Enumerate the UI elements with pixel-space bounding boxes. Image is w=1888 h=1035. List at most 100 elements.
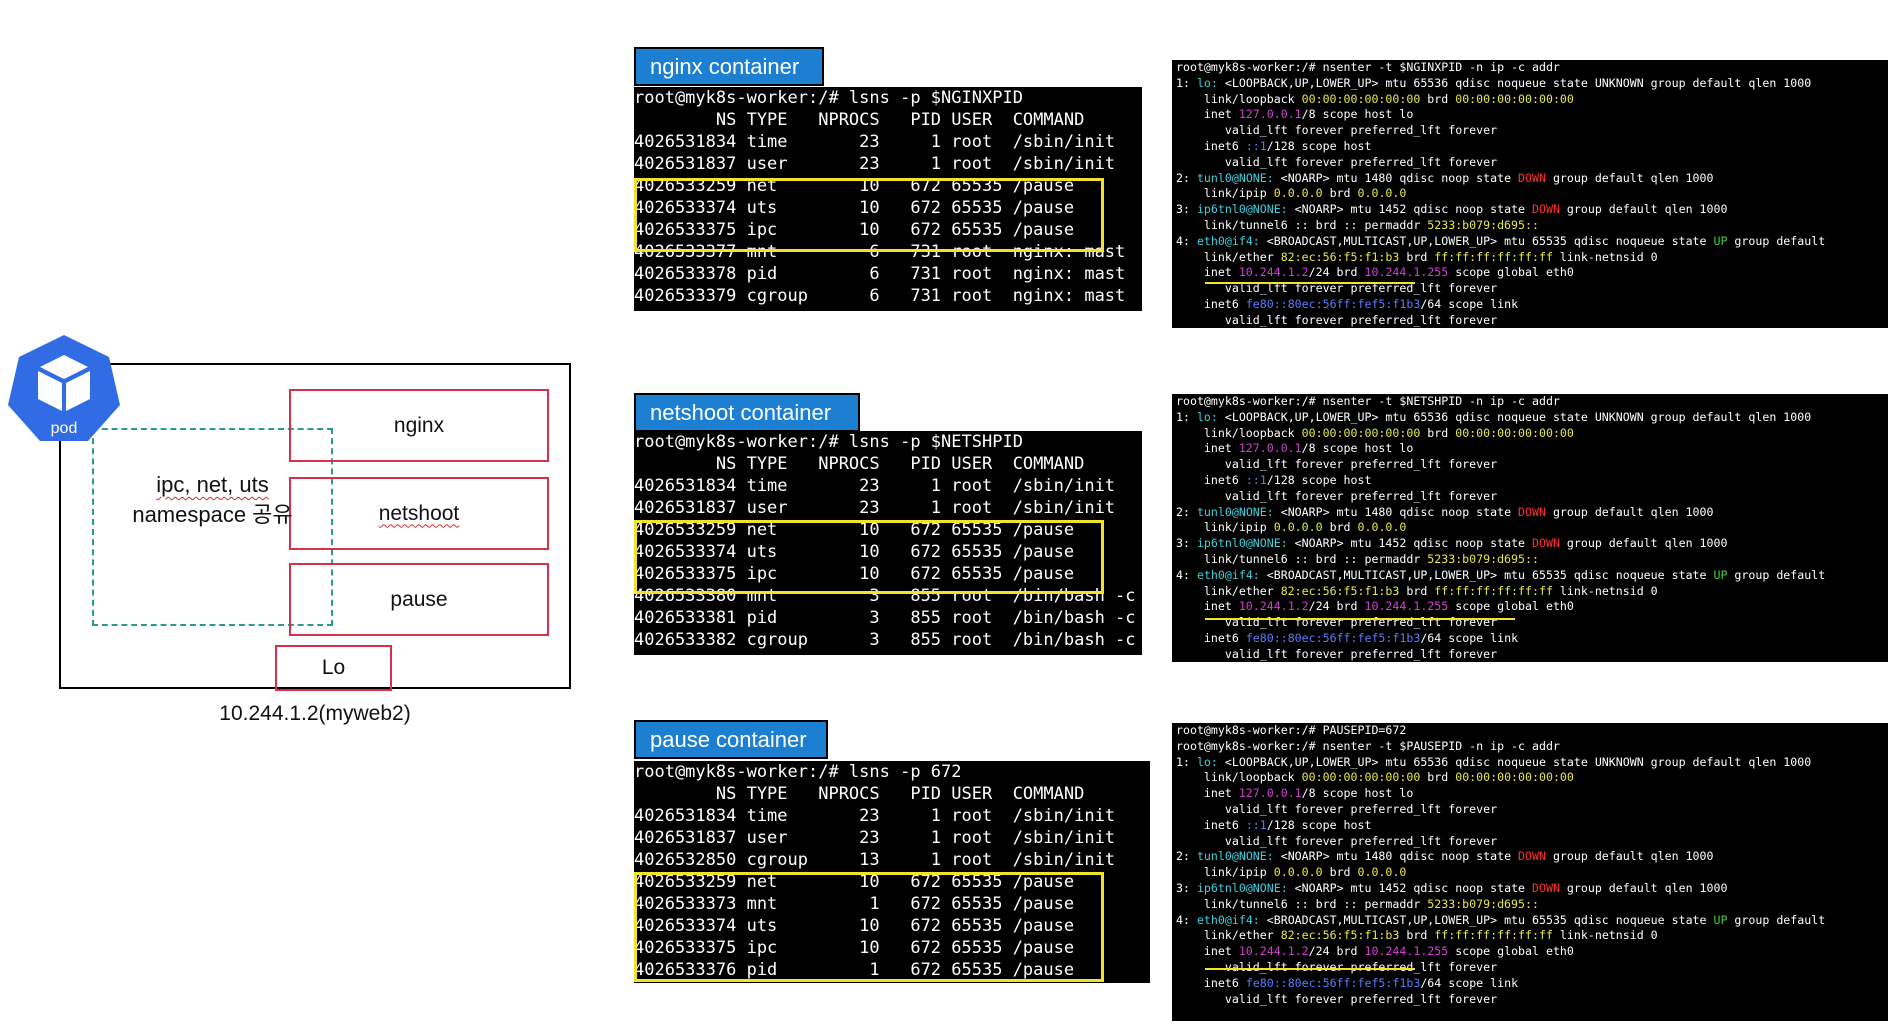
- terminal-text-segment: 10.244.1.255: [1364, 944, 1449, 959]
- terminal-row: 4026533259 net 10 672 65535 /pause: [634, 520, 1075, 540]
- pause-container-title: pause container: [634, 720, 828, 759]
- terminal-output-line: valid_lft forever preferred_lft forever: [1176, 802, 1886, 818]
- terminal-text-segment: brd: [1420, 91, 1456, 106]
- container-netshoot-label: netshoot: [378, 501, 460, 525]
- terminal-output-line: link/ipip 0.0.0.0 brd 0.0.0.0: [1176, 520, 1886, 536]
- terminal-text-segment: 10.244.1.2: [1238, 599, 1309, 614]
- terminal-text-segment: <BROADCAST,MULTICAST,UP,LOWER_UP> mtu 65…: [1259, 567, 1714, 582]
- terminal-text-segment: 82:ec:56:f5:f1:b3: [1280, 249, 1400, 264]
- terminal-text-segment: valid_lft forever preferred_lft forever: [1176, 281, 1498, 296]
- terminal-row: 4026533375 ipc 10 672 65535 /pause: [634, 938, 1075, 958]
- terminal-text-segment: group default qlen 1000: [1559, 202, 1728, 217]
- terminal-header-row: NS TYPE NPROCS PID USER COMMAND: [634, 110, 1085, 130]
- terminal-output-line: inet 127.0.0.1/8 scope host lo: [1176, 786, 1886, 802]
- terminal-text-segment: group default qlen 1000: [1559, 536, 1728, 551]
- terminal-text-segment: valid_lft forever preferred_lft forever: [1176, 959, 1498, 974]
- terminal-text-segment: inet: [1176, 441, 1239, 456]
- terminal-text-segment: scope global eth0: [1448, 944, 1574, 959]
- terminal-row: 4026533375 ipc 10 672 65535 /pause: [634, 220, 1075, 240]
- terminal-row: 4026533381 pid 3 855 root /bin/bash -c: [634, 608, 1136, 628]
- terminal-command-line: root@myk8s-worker:/# lsns -p 672: [634, 762, 962, 782]
- terminal-text-segment: <NOARP> mtu 1452 qdisc noop state: [1287, 880, 1533, 895]
- terminal-output-line: link/ipip 0.0.0.0 brd 0.0.0.0: [1176, 865, 1886, 881]
- terminal-row: 4026533382 cgroup 3 855 root /bin/bash -…: [634, 630, 1136, 650]
- terminal-text-segment: link-netnsid 0: [1552, 928, 1658, 943]
- pause-inet-underline: [1205, 968, 1415, 970]
- terminal-text-segment: inet6: [1176, 472, 1246, 487]
- terminal-row: 4026531837 user 23 1 root /sbin/init: [634, 498, 1116, 518]
- terminal-output-line: link/loopback 00:00:00:00:00:00 brd 00:0…: [1176, 770, 1886, 786]
- terminal-row: 4026533379 cgroup 6 731 root nginx: mast: [634, 286, 1126, 306]
- netshoot-shared-namespace-highlight: [634, 520, 1104, 594]
- terminal-output-line: valid_lft forever preferred_lft forever: [1176, 155, 1886, 171]
- terminal-text-segment: brd: [1420, 770, 1456, 785]
- shared-namespace-line2: namespace 공유: [132, 502, 293, 527]
- container-nginx: nginx: [289, 389, 549, 462]
- terminal-text-segment: /24 brd: [1308, 265, 1365, 280]
- terminal-output-line: inet 10.244.1.2/24 brd 10.244.1.255 scop…: [1176, 265, 1886, 281]
- terminal-text-segment: fe80::80ec:56ff:fef5:f1b3: [1245, 975, 1421, 990]
- terminal-output-line: inet6 ::1/128 scope host: [1176, 818, 1886, 834]
- terminal-text-segment: ::1: [1245, 472, 1267, 487]
- terminal-text-segment: 4:: [1176, 567, 1197, 582]
- terminal-text-segment: valid_lft forever preferred_lft forever: [1176, 833, 1498, 848]
- terminal-text-segment: 2:: [1176, 504, 1197, 519]
- terminal-text-segment: scope global eth0: [1448, 599, 1574, 614]
- terminal-text-segment: ff:ff:ff:ff:ff:ff: [1434, 583, 1553, 598]
- terminal-output-line: link/tunnel6 :: brd :: permaddr 5233:b07…: [1176, 897, 1886, 913]
- terminal-text-segment: 2:: [1176, 849, 1197, 864]
- terminal-text-segment: <NOARP> mtu 1480 qdisc noop state: [1273, 170, 1519, 185]
- terminal-text-segment: 82:ec:56:f5:f1:b3: [1280, 583, 1400, 598]
- terminal-row: 4026533373 mnt 1 672 65535 /pause: [634, 894, 1075, 914]
- loopback-label: Lo: [321, 656, 346, 679]
- terminal-command-line: root@myk8s-worker:/# lsns -p $NGINXPID: [634, 88, 1023, 108]
- terminal-text-segment: 00:00:00:00:00:00: [1301, 770, 1421, 785]
- terminal-row: 4026533377 mnt 6 731 root nginx: mast: [634, 242, 1126, 262]
- terminal-text-segment: eth0@if4:: [1196, 912, 1260, 927]
- terminal-text-segment: UP: [1713, 567, 1728, 582]
- container-pause-label: pause: [390, 587, 448, 611]
- terminal-text-segment: group default qlen 1000: [1545, 504, 1714, 519]
- netshoot-container-title: netshoot container: [634, 393, 860, 432]
- terminal-text-segment: link/tunnel6 :: brd :: permaddr: [1176, 896, 1428, 911]
- terminal-output-line: inet 127.0.0.1/8 scope host lo: [1176, 441, 1886, 457]
- terminal-output-line: 1: lo: <LOOPBACK,UP,LOWER_UP> mtu 65536 …: [1176, 410, 1886, 426]
- terminal-text-segment: brd: [1399, 928, 1435, 943]
- terminal-row: 4026531834 time 23 1 root /sbin/init: [634, 132, 1116, 152]
- terminal-text-segment: DOWN: [1518, 504, 1546, 519]
- terminal-text-segment: /64 scope link: [1420, 296, 1519, 311]
- terminal-text-segment: 00:00:00:00:00:00: [1455, 770, 1574, 785]
- terminal-text-segment: 00:00:00:00:00:00: [1455, 425, 1574, 440]
- terminal-output-line: 4: eth0@if4: <BROADCAST,MULTICAST,UP,LOW…: [1176, 568, 1886, 584]
- terminal-output-line: inet6 fe80::80ec:56ff:fef5:f1b3/64 scope…: [1176, 976, 1886, 992]
- nginx-lsns-terminal: root@myk8s-worker:/# lsns -p $NGINXPID N…: [634, 87, 1142, 311]
- terminal-row: 4026533374 uts 10 672 65535 /pause: [634, 916, 1075, 936]
- shared-namespace-line1: ipc, net, uts: [156, 472, 269, 497]
- terminal-text-segment: /8 scope host lo: [1301, 107, 1414, 122]
- terminal-output-line: link/tunnel6 :: brd :: permaddr 5233:b07…: [1176, 552, 1886, 568]
- terminal-text-segment: 5233:b079:d695::: [1427, 551, 1539, 566]
- terminal-text-segment: inet: [1176, 599, 1239, 614]
- terminal-output-line: valid_lft forever preferred_lft forever: [1176, 960, 1886, 976]
- terminal-output-line: link/ipip 0.0.0.0 brd 0.0.0.0: [1176, 186, 1886, 202]
- terminal-text-segment: scope global eth0: [1448, 265, 1574, 280]
- terminal-output-line: 2: tunl0@NONE: <NOARP> mtu 1480 qdisc no…: [1176, 849, 1886, 865]
- terminal-output-line: 1: lo: <LOOPBACK,UP,LOWER_UP> mtu 65536 …: [1176, 755, 1886, 771]
- terminal-text-segment: valid_lft forever preferred_lft forever: [1176, 457, 1498, 472]
- terminal-text-segment: 4:: [1176, 233, 1197, 248]
- terminal-text-segment: ff:ff:ff:ff:ff:ff: [1434, 928, 1553, 943]
- terminal-text-segment: 0.0.0.0: [1273, 865, 1323, 880]
- terminal-text-segment: 3:: [1176, 202, 1197, 217]
- terminal-output-line: inet 10.244.1.2/24 brd 10.244.1.255 scop…: [1176, 944, 1886, 960]
- terminal-text-segment: <BROADCAST,MULTICAST,UP,LOWER_UP> mtu 65…: [1259, 233, 1714, 248]
- terminal-text-segment: inet6: [1176, 138, 1246, 153]
- pod-box: [59, 363, 571, 689]
- terminal-row: 4026533376 pid 1 672 65535 /pause: [634, 960, 1075, 980]
- terminal-text-segment: 00:00:00:00:00:00: [1301, 91, 1421, 106]
- terminal-text-segment: ip6tnl0@NONE:: [1196, 880, 1288, 895]
- terminal-row: 4026531837 user 23 1 root /sbin/init: [634, 154, 1116, 174]
- terminal-text-segment: eth0@if4:: [1196, 233, 1260, 248]
- terminal-text-segment: link/loopback: [1176, 770, 1302, 785]
- terminal-text-segment: 3:: [1176, 880, 1197, 895]
